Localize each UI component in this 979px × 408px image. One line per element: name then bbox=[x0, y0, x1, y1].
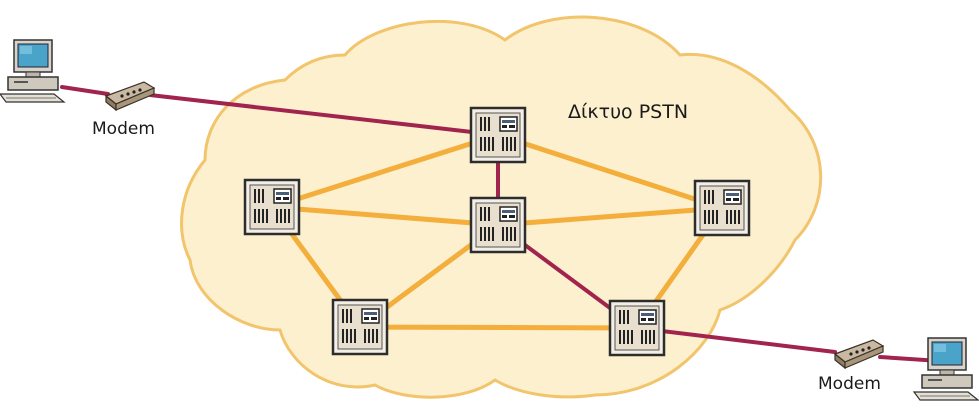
switch-icon-left bbox=[243, 178, 301, 236]
path-bottomright-to-modem bbox=[635, 326, 837, 354]
modem-icon-right bbox=[834, 339, 884, 369]
switch-icon-bottom-right bbox=[608, 299, 666, 357]
path-modem-left-to-switch bbox=[148, 93, 500, 137]
link-top-right bbox=[495, 132, 725, 211]
link-bottomleft-bottomright bbox=[357, 324, 640, 331]
switch-icon-center bbox=[469, 196, 527, 254]
modem-right-label: Modem bbox=[818, 374, 881, 394]
desktop-computer-icon-left bbox=[0, 39, 65, 103]
switch-icon-bottom-left bbox=[331, 298, 389, 356]
link-top-left bbox=[269, 132, 501, 210]
link-center-right bbox=[495, 205, 725, 228]
network-label: Δίκτυο PSTN bbox=[568, 101, 688, 123]
path-pc-left-to-modem bbox=[60, 85, 110, 96]
modem-left-label: Modem bbox=[92, 119, 155, 139]
desktop-computer-icon-right bbox=[913, 337, 979, 401]
link-left-center bbox=[269, 204, 501, 228]
switch-icon-right bbox=[693, 179, 751, 237]
switch-icon-top bbox=[469, 106, 527, 164]
modem-icon-left bbox=[105, 81, 155, 111]
